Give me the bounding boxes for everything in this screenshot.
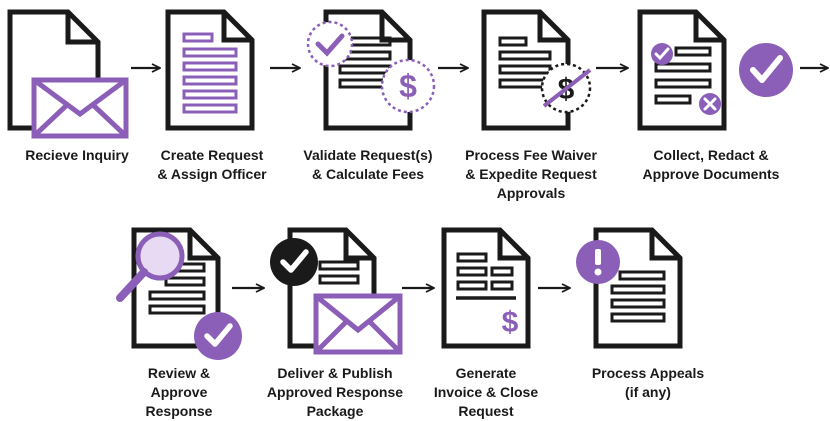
text-lines-icon bbox=[610, 270, 666, 323]
approved-check-circle-icon bbox=[739, 43, 793, 97]
label-line: & Assign Officer bbox=[157, 166, 267, 182]
label-line: Request bbox=[458, 403, 514, 419]
no-fee-dollar-icon: $ bbox=[540, 62, 592, 114]
small-check-icon bbox=[651, 43, 673, 65]
label-line: Validate Request(s) bbox=[303, 147, 433, 163]
step-label-create-request: Create Request & Assign Officer bbox=[127, 146, 297, 184]
step-label-collect-redact: Collect, Redact & Approve Documents bbox=[626, 146, 796, 184]
label-line: Deliver & Publish bbox=[277, 365, 393, 381]
magnifier-icon bbox=[116, 231, 185, 302]
label-line: & Expedite Request bbox=[465, 166, 597, 182]
label-line: Collect, Redact & bbox=[653, 147, 769, 163]
label-line: Generate bbox=[455, 365, 517, 381]
checkmark-badge-icon bbox=[306, 20, 354, 68]
label-line: Review & bbox=[147, 365, 211, 381]
label-line: Response bbox=[145, 403, 213, 419]
svg-text:$: $ bbox=[399, 68, 417, 104]
black-check-circle-icon bbox=[270, 238, 318, 286]
step-label-receive-inquiry: Recieve Inquiry bbox=[0, 146, 162, 165]
text-lines-icon bbox=[654, 46, 712, 105]
label-line: (if any) bbox=[625, 384, 671, 400]
dollar-sign-icon: $ bbox=[502, 306, 519, 339]
label-line: Approved Response bbox=[266, 384, 404, 400]
step-label-validate-request: Validate Request(s) & Calculate Fees bbox=[283, 146, 453, 184]
step-validate-request-icon: $ bbox=[306, 9, 436, 131]
label-line: Package bbox=[306, 403, 364, 419]
label-line: Approve Documents bbox=[642, 166, 780, 182]
text-lines-icon bbox=[318, 260, 360, 285]
envelope-icon bbox=[313, 293, 403, 355]
alert-exclamation-icon bbox=[576, 240, 620, 284]
label-line: Create Request bbox=[160, 147, 264, 163]
step-generate-invoice-icon: $ bbox=[441, 227, 531, 349]
step-label-deliver-publish: Deliver & Publish Approved Response Pack… bbox=[250, 364, 420, 421]
step-process-fee-waiver-icon: $ bbox=[481, 9, 592, 131]
invoice-table-icon bbox=[456, 252, 516, 300]
step-create-request-icon bbox=[165, 9, 255, 131]
text-lines-icon bbox=[148, 262, 206, 315]
step-collect-redact-icon bbox=[637, 9, 727, 131]
small-x-icon bbox=[699, 93, 721, 115]
step-label-process-fee-waiver: Process Fee Waiver & Expedite Request Ap… bbox=[446, 146, 616, 203]
step-process-appeals-icon bbox=[576, 227, 683, 349]
envelope-icon bbox=[31, 77, 129, 139]
step-label-process-appeals: Process Appeals (if any) bbox=[563, 364, 733, 402]
label-line: Recieve Inquiry bbox=[25, 147, 129, 163]
step-label-review-approve: Review & Approve Response bbox=[94, 364, 264, 421]
label-line: Approvals bbox=[496, 185, 566, 201]
step-review-approve-icon bbox=[116, 227, 242, 360]
label-line: Approve bbox=[150, 384, 208, 400]
dollar-badge-icon: $ bbox=[380, 58, 436, 114]
step-receive-inquiry-icon bbox=[7, 9, 129, 139]
label-line: & Calculate Fees bbox=[311, 166, 425, 182]
label-line: Process Fee Waiver bbox=[465, 147, 597, 163]
label-line: Invoice & Close bbox=[433, 384, 539, 400]
text-lines-icon bbox=[182, 32, 238, 114]
step-deliver-publish-icon bbox=[270, 227, 403, 355]
label-line: Process Appeals bbox=[591, 365, 705, 381]
approve-check-circle-icon bbox=[194, 312, 242, 360]
step-label-generate-invoice: Generate Invoice & Close Request bbox=[401, 364, 571, 421]
